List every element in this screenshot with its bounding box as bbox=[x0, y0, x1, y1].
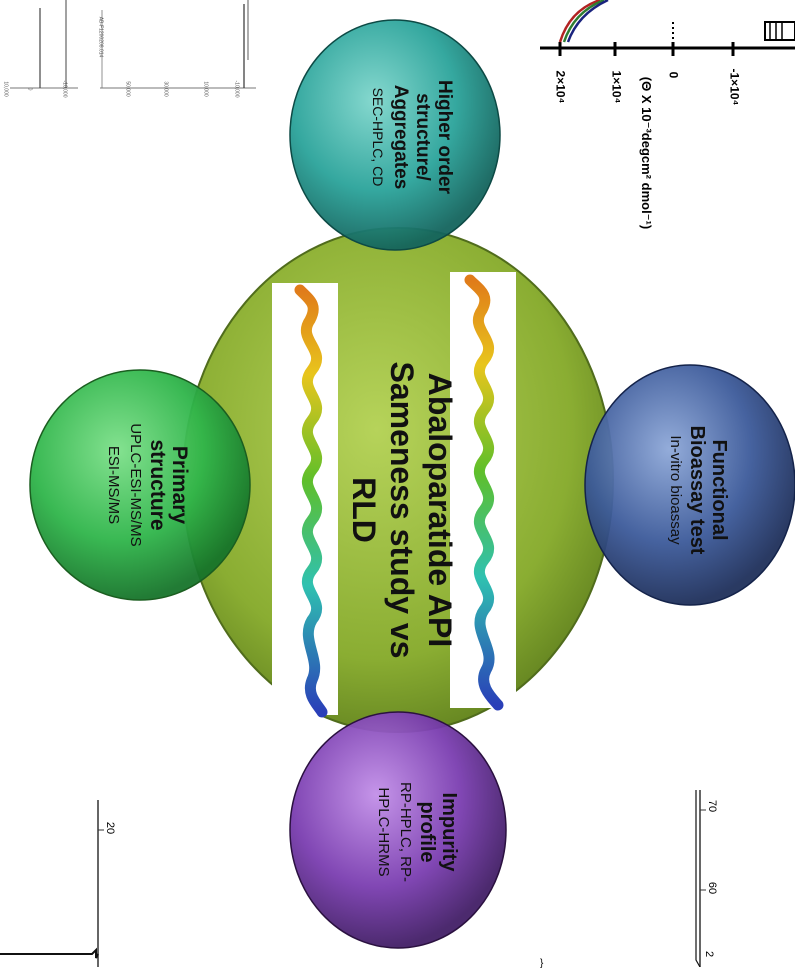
helix-left bbox=[294, 284, 328, 718]
chromatogram-left: 20 bbox=[0, 800, 130, 967]
impurity-title-1: Impurity bbox=[438, 792, 460, 872]
impurity-sub-1: RP-HPLC, RP- bbox=[397, 781, 414, 882]
node-functional bbox=[584, 364, 795, 606]
node-primary-label: Primary structure UPLC-ESI-MS/MS ESI-MS/… bbox=[90, 405, 191, 565]
cd-plot: 2×10⁴ 1×10⁴ 0 -1×10⁴ (Θ X 10⁻³degcm² dmo… bbox=[520, 0, 795, 229]
node-functional-label: Functional Bioassay test In-vitro bioass… bbox=[660, 415, 730, 565]
cd-plot-svg bbox=[540, 0, 795, 56]
ms-spectrum-panel-1: 10,000 0 -10,000 bbox=[0, 0, 82, 98]
higher-title-3: Aggregates bbox=[390, 84, 411, 190]
functional-sub-1: In-vitro bioassay bbox=[667, 435, 684, 545]
higher-sub-1: SEC-HPLC, CD bbox=[370, 87, 386, 187]
primary-title-1: Primary bbox=[168, 445, 191, 525]
primary-title-2: structure bbox=[146, 439, 169, 531]
impurity-sub-2: HPLC-HRMS bbox=[375, 787, 392, 877]
impurity-title-2: profile bbox=[416, 801, 438, 863]
ms-spectrum-panel-2: AB-F1200208.014 50,000 30,000 10,000 -10… bbox=[97, 0, 258, 98]
higher-title-1: Higher order bbox=[434, 79, 455, 195]
center-title: Abaloparatide API Sameness study vs RLD bbox=[339, 330, 459, 690]
chromatogram-bottom: 70 60 2 bbox=[500, 790, 740, 968]
helix-right bbox=[464, 274, 504, 711]
helix-panel-left bbox=[272, 283, 338, 715]
center-title-line2: Sameness study vs bbox=[384, 361, 420, 659]
node-higher-label: Higher order structure/ Aggregates SEC-H… bbox=[355, 62, 455, 212]
functional-title-1: Functional bbox=[708, 439, 730, 541]
node-primary bbox=[29, 369, 251, 601]
primary-sub-1: UPLC-ESI-MS/MS bbox=[127, 423, 144, 547]
node-impurity bbox=[289, 711, 507, 949]
node-impurity-label: Impurity profile RP-HPLC, RP- HPLC-HRMS bbox=[360, 757, 460, 907]
primary-sub-2: ESI-MS/MS bbox=[105, 445, 122, 525]
node-higher bbox=[289, 19, 501, 251]
higher-title-2: structure/ bbox=[412, 93, 433, 181]
center-title-line1: Abaloparatide API bbox=[422, 372, 458, 648]
center-title-line3: RLD bbox=[346, 477, 382, 543]
stray-mark: } bbox=[540, 958, 544, 969]
functional-title-2: Bioassay test bbox=[686, 425, 708, 555]
